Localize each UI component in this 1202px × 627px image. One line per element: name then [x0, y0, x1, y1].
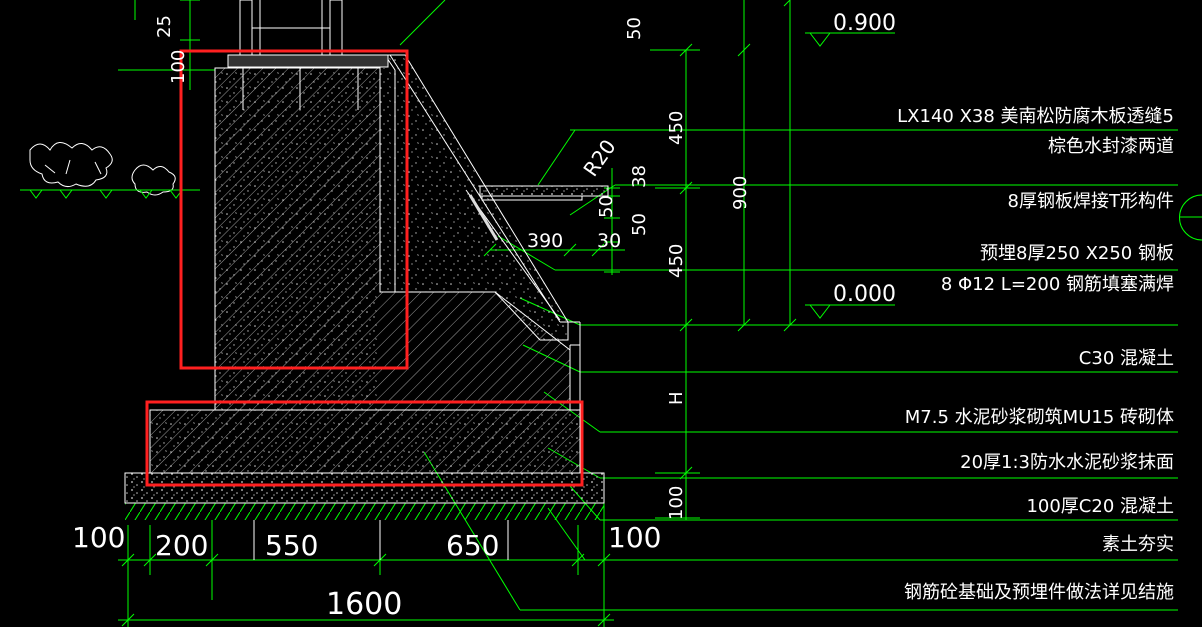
note-embedded-plate: 预埋8厚250 X250 钢板 — [980, 243, 1174, 264]
highlight-box-wall — [179, 49, 409, 370]
concrete-core — [215, 68, 395, 410]
dim-450-upper: 450 — [666, 111, 687, 145]
elevation-top: 0.900 — [833, 11, 896, 36]
dim-100-right: 100 — [666, 486, 687, 520]
dim-50-top: 50 — [624, 17, 645, 40]
note-brick: M7.5 水泥砂浆砌筑MU15 砖砌体 — [905, 407, 1174, 428]
dim-390: 390 — [527, 230, 563, 252]
gravel-base — [124, 472, 605, 504]
highlight-box-footing — [145, 400, 584, 487]
timber-plank — [465, 185, 609, 321]
note-c20: 100厚C20 混凝土 — [1026, 496, 1174, 517]
shrub-icon — [20, 142, 200, 199]
note-sealant: 棕色水封漆两道 — [1048, 136, 1174, 157]
dim-total: 1600 — [326, 587, 402, 622]
dim-bottom-650: 650 — [446, 529, 499, 562]
dim-bottom-100-right: 100 — [608, 521, 661, 554]
dim-bottom-100-left: 100 — [72, 521, 125, 554]
height-label: H — [666, 391, 687, 405]
compacted-soil — [125, 503, 604, 520]
dim-50-mid-b: 50 — [629, 213, 650, 236]
note-rebar-weld: 8 Φ12 L=200 钢筋填塞满焊 — [941, 274, 1174, 295]
dim-450-lower: 450 — [666, 244, 687, 278]
note-waterproof: 20厚1:3防水水泥砂浆抹面 — [960, 452, 1174, 473]
note-c30: C30 混凝土 — [1079, 348, 1174, 369]
dimension-lines — [118, 0, 1202, 627]
elevation-ground: 0.000 — [833, 282, 896, 307]
radius-label: R20 — [578, 135, 620, 181]
sloped-concrete-facing — [384, 54, 581, 410]
dim-38: 38 — [629, 165, 650, 188]
rebar — [242, 68, 509, 560]
dim-bottom-200: 200 — [155, 529, 208, 562]
wall-cap — [227, 0, 389, 68]
dim-bottom-550: 550 — [265, 529, 318, 562]
dim-50-mid-a: 50 — [596, 195, 617, 218]
dim-100-left: 100 — [168, 50, 189, 84]
dim-900: 900 — [730, 176, 751, 210]
note-soil: 素土夯实 — [1102, 534, 1174, 555]
note-foundation: 钢筋砼基础及预埋件做法详见结施 — [904, 582, 1174, 603]
note-t-member: 8厚钢板焊接T形构件 — [1008, 191, 1174, 212]
note-timber-plank: LX140 X38 美南松防腐木板透缝5 — [897, 106, 1174, 127]
dim-25: 25 — [154, 15, 175, 38]
dim-30: 30 — [597, 230, 621, 252]
footing — [149, 409, 581, 474]
